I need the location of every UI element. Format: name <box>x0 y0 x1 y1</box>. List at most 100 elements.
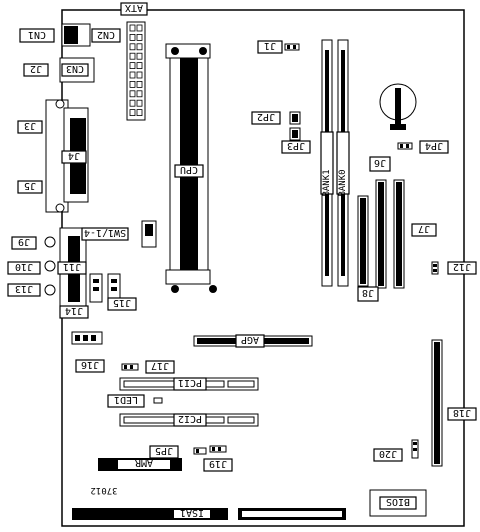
agp-tag: AGP <box>235 334 265 348</box>
cn2-tag: CN2 <box>91 28 121 43</box>
atx-pin <box>136 34 143 41</box>
bank1-label: BANK1 <box>322 169 332 196</box>
bank1-tag: BANK1 <box>320 131 334 197</box>
j11-tag: J11 <box>57 261 87 275</box>
j13-label: J13 <box>15 283 33 294</box>
atx-label: ATX <box>125 2 143 13</box>
j3-label: J3 <box>24 120 36 131</box>
j4-left-label: J4 <box>68 150 80 161</box>
j2-label: J2 <box>30 63 42 74</box>
j5-tag: J5 <box>17 180 43 194</box>
j20-label: J20 <box>379 448 397 459</box>
cpu-slot <box>165 43 217 293</box>
cn1-label: CN1 <box>28 29 46 40</box>
isa1-label: ISA1 <box>180 507 204 518</box>
isa2-slot <box>238 508 346 520</box>
j13-tag: J13 <box>7 283 41 297</box>
atx-pin <box>129 90 136 98</box>
atx-pin <box>129 43 136 51</box>
j4-left-tag: J4 <box>61 150 87 164</box>
jp5-tag: JP5 <box>149 445 179 459</box>
bios-chip <box>369 489 427 517</box>
sw1-tag: SW1/1-4 <box>81 227 129 241</box>
j1-header <box>284 43 300 51</box>
atx-pin <box>136 71 143 79</box>
jp2-label: JP2 <box>257 111 275 122</box>
atx-pin <box>136 43 143 51</box>
jp4-tag: JP4 <box>419 140 449 154</box>
j17-header <box>121 363 139 371</box>
pci1-label: PCI1 <box>178 377 202 388</box>
jp3-tag: JP3 <box>281 140 311 154</box>
j17-tag: J17 <box>145 360 175 374</box>
j18-tag: J18 <box>447 407 477 421</box>
j11-label: J11 <box>63 261 81 272</box>
jp2-tag: JP2 <box>251 111 281 125</box>
j15-tag: J15 <box>107 297 137 311</box>
jp2-jumper <box>289 111 301 141</box>
j9-label: J9 <box>18 236 30 247</box>
j20-header <box>411 439 419 459</box>
j3-tag: J3 <box>17 120 43 134</box>
j7-tag: J7 <box>411 223 437 237</box>
j10-tag: J10 <box>7 261 41 275</box>
isa1-tag: ISA1 <box>180 507 204 518</box>
j6-label: J6 <box>374 157 386 168</box>
sw1-dip-switch <box>141 220 157 248</box>
bank0-label: BANK0 <box>338 169 348 196</box>
atx-pin <box>136 109 143 116</box>
atx-pin <box>136 52 143 60</box>
j19-tag: J19 <box>203 458 233 472</box>
j6-tag: J6 <box>369 156 391 172</box>
atx-pin <box>136 99 143 107</box>
jp4-label: JP4 <box>425 140 443 151</box>
sw1-label: SW1/1-4 <box>84 227 126 238</box>
j6-ide-connector <box>375 179 387 289</box>
cn3-label: CN3 <box>66 63 84 74</box>
j8-label: J8 <box>362 287 374 298</box>
led1-label: LED1 <box>114 394 138 405</box>
atx-pin <box>136 24 143 32</box>
atx-pin <box>129 62 136 69</box>
battery <box>379 83 417 130</box>
atx-pin <box>136 90 143 98</box>
amr-slot <box>98 458 182 471</box>
atx-pin <box>129 34 136 41</box>
j20-tag: J20 <box>373 448 403 462</box>
cn2-connector <box>61 23 91 47</box>
amr-tag: AMR <box>134 457 153 468</box>
j8-tag: J8 <box>357 286 379 302</box>
atx-pin <box>129 52 136 60</box>
part-number-tag: 37012 <box>90 485 117 495</box>
j12-tag: J12 <box>447 261 477 275</box>
jp3-label: JP3 <box>287 140 305 151</box>
j7-label: J7 <box>418 223 430 234</box>
j7-ide-connector <box>393 179 405 289</box>
isa1-slot <box>72 508 228 520</box>
j1-label: J1 <box>264 40 276 51</box>
pci2-tag: PCI2 <box>173 413 207 427</box>
j16-tag: J16 <box>75 359 105 373</box>
bios-tag: BIOS <box>386 496 410 507</box>
bank0-tag: BANK0 <box>336 131 350 197</box>
atx-pin <box>129 81 136 88</box>
j18-label: J18 <box>453 407 471 418</box>
atx-pin <box>129 109 136 116</box>
j15-label: J15 <box>113 297 131 308</box>
atx-pin <box>129 99 136 107</box>
jp5-jumper <box>193 447 207 455</box>
j12-label: J12 <box>453 261 471 272</box>
j8-floppy-connector <box>357 195 369 287</box>
j17-label: J17 <box>151 360 169 371</box>
atx-connector <box>126 21 146 121</box>
j9-tag: J9 <box>11 236 37 250</box>
j5-label: J5 <box>24 180 36 191</box>
cn1-tag: CN1 <box>19 28 55 43</box>
j18-connector <box>431 339 443 467</box>
part-number: 37012 <box>90 485 117 495</box>
agp-label: AGP <box>241 334 259 345</box>
j12-header <box>431 261 439 275</box>
cn2-label: CN2 <box>97 29 115 40</box>
j2-tag: J2 <box>23 63 49 77</box>
